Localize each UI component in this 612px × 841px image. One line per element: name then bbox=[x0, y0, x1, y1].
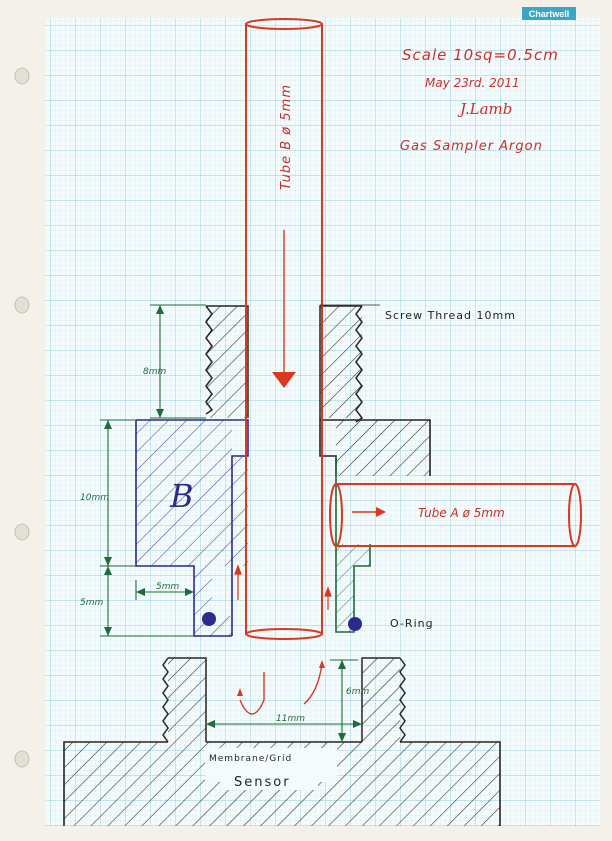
dim-ring-height: 5mm bbox=[80, 598, 103, 608]
dim-thread-length: 8mm bbox=[143, 367, 166, 377]
tube-b-top-end bbox=[245, 18, 323, 30]
dim-cup-width: 11mm bbox=[276, 714, 305, 724]
body-part-b: B bbox=[135, 418, 431, 637]
thread-teeth-left bbox=[205, 305, 214, 415]
dimension-arrowheads bbox=[104, 305, 362, 742]
binder-hole bbox=[14, 296, 30, 314]
membrane-label: Membrane/Grid bbox=[209, 754, 292, 764]
tube-b-label: Tube B ø 5mm bbox=[279, 84, 294, 190]
oring-left bbox=[202, 612, 216, 626]
sensor-cup bbox=[162, 657, 406, 743]
signature: J.Lamb bbox=[457, 100, 512, 118]
thread-teeth-right bbox=[355, 305, 364, 423]
subject-note: Gas Sampler Argon bbox=[400, 139, 543, 154]
brand-logo-text: Chartwell bbox=[529, 9, 570, 19]
swirl-arrow-up-icon bbox=[319, 660, 325, 668]
tube-a-label: Tube A ø 5mm bbox=[418, 506, 505, 520]
sensor-base: Membrane/Grid Sensor bbox=[63, 741, 501, 826]
threaded-fitting bbox=[205, 305, 364, 423]
binder-holes bbox=[14, 67, 30, 768]
dimension-labels: 8mm 10mm 5mm 5mm 6mm 11mm bbox=[80, 367, 369, 724]
flow-arrow-up-icon bbox=[234, 564, 242, 575]
flow-arrow-down-icon bbox=[272, 372, 296, 388]
tube-a bbox=[329, 483, 582, 547]
binder-hole bbox=[14, 67, 30, 85]
scale-note: Scale 10sq=0.5cm bbox=[402, 46, 559, 64]
brand-logo: Chartwell bbox=[522, 7, 576, 20]
binder-hole bbox=[14, 523, 30, 541]
screw-thread-label: Screw Thread 10mm bbox=[385, 309, 516, 322]
tube-b-bottom-end bbox=[245, 628, 323, 640]
title-block: Scale 10sq=0.5cm May 23rd. 2011 J.Lamb G… bbox=[400, 46, 559, 154]
oring-right bbox=[348, 617, 362, 631]
tube-a-left-end bbox=[329, 483, 343, 547]
date-note: May 23rd. 2011 bbox=[425, 76, 520, 90]
dimension-lines bbox=[100, 304, 362, 742]
swirl-arrow-up-icon bbox=[237, 688, 243, 696]
oring-label: O-Ring bbox=[390, 617, 434, 630]
flow-arrow-up-icon bbox=[324, 586, 332, 597]
sensor-label: Sensor bbox=[234, 775, 291, 790]
tube-a-right-end bbox=[568, 483, 582, 547]
binder-hole bbox=[14, 750, 30, 768]
flow-arrow-right-icon bbox=[376, 507, 386, 517]
dim-ring-offset: 5mm bbox=[156, 582, 179, 592]
part-b-label: B bbox=[169, 477, 194, 515]
dim-body-height: 10mm bbox=[80, 493, 109, 503]
tube-b bbox=[245, 18, 323, 640]
dim-cup-depth: 6mm bbox=[346, 687, 369, 697]
gas-flow-arrows bbox=[234, 564, 332, 610]
